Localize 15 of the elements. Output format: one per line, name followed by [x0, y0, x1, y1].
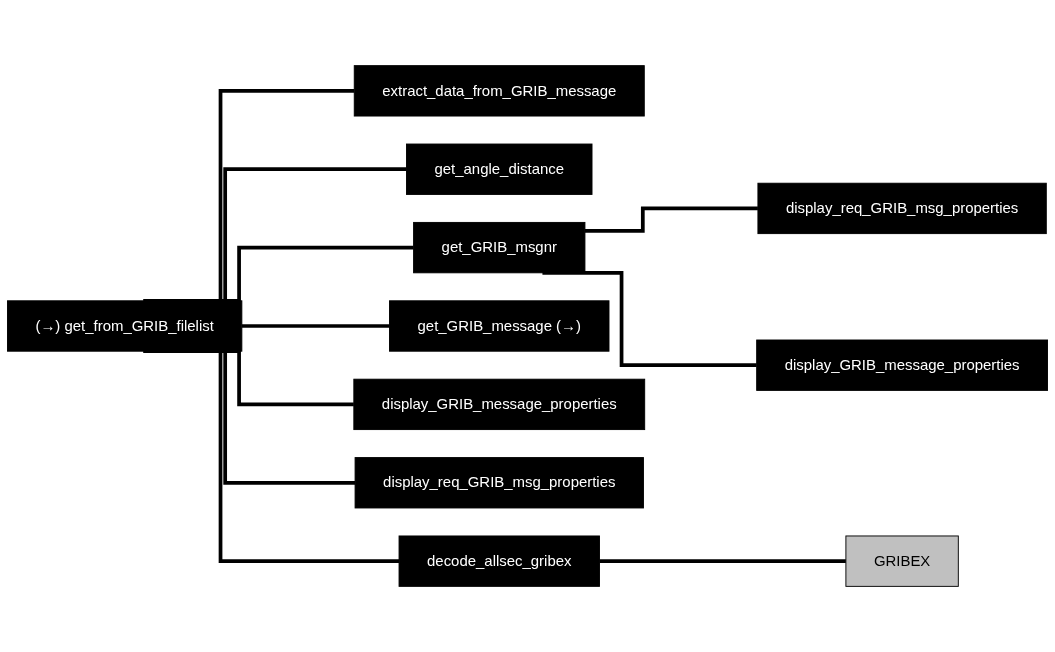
node-box: get_GRIB_message (→)	[389, 300, 610, 352]
node-box: extract_data_from_GRIB_message	[353, 65, 645, 117]
node-box: display_req_GRIB_msg_properties	[757, 182, 1047, 235]
node-box: get_angle_distance	[406, 143, 593, 195]
node-box: decode_allsec_gribex	[398, 535, 600, 587]
connector	[584, 206, 758, 233]
node-box: display_GRIB_message_properties	[756, 339, 1048, 391]
node-box: display_GRIB_message_properties	[353, 378, 646, 431]
node-box: GRIBEX	[845, 535, 959, 587]
node-box: (→) get_from_GRIB_filelist	[7, 300, 243, 352]
connector	[599, 559, 846, 564]
connector	[542, 270, 757, 368]
node-box: get_GRIB_msgnr	[413, 221, 586, 274]
node-box: display_req_GRIB_msg_properties	[354, 457, 644, 509]
connector	[241, 324, 390, 328]
